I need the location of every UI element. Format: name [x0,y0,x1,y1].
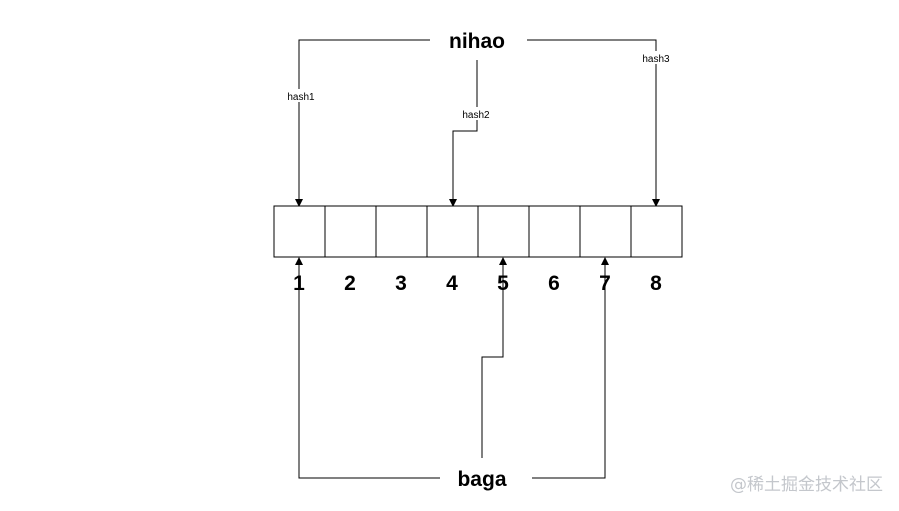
bit-cell-2 [324,205,377,258]
bit-index-1: 1 [293,272,305,295]
hash3-label-bg [639,51,672,64]
arrowhead-baga-5 [499,257,507,265]
bit-cell-5 [477,205,530,258]
bit-index-6: 6 [548,272,560,295]
bit-cell-6 [528,205,581,258]
arrowhead-hash2 [449,199,457,207]
watermark: @稀土掘金技术社区 [730,475,883,495]
hash1-label-bg [285,89,318,102]
bit-cell-7 [579,205,632,258]
top-word: nihao [449,30,505,53]
bit-cell-8 [630,205,683,258]
bit-cell-1 [273,205,326,258]
connector-baga-7 [532,265,606,479]
connector-baga-1 [298,265,440,479]
bit-index-5: 5 [497,272,509,295]
arrowhead-hash1 [295,199,303,207]
bit-cell-3 [375,205,428,258]
arrowhead-hash3 [652,199,660,207]
bit-index-8: 8 [650,272,662,295]
hash3-label: hash3 [642,54,670,65]
bit-cell-4 [426,205,479,258]
bit-index-2: 2 [344,272,356,295]
top-connectors [295,39,660,207]
connector-baga-5 [481,265,504,458]
connector-hash2 [452,60,478,199]
connector-hash3 [527,39,657,199]
bit-index-3: 3 [395,272,407,295]
hash2-label: hash2 [462,110,490,121]
bottom-connectors [295,257,609,479]
hash2-label-bg [459,107,492,120]
hash1-label: hash1 [287,92,315,103]
bit-indices: 1 2 3 4 5 6 7 8 [293,272,662,295]
bit-index-7: 7 [599,272,611,295]
connector-hash1 [298,39,430,199]
arrowhead-baga-7 [601,257,609,265]
bit-array [273,205,683,258]
bottom-word: baga [457,468,506,491]
bit-index-4: 4 [446,272,458,295]
arrowhead-baga-1 [295,257,303,265]
